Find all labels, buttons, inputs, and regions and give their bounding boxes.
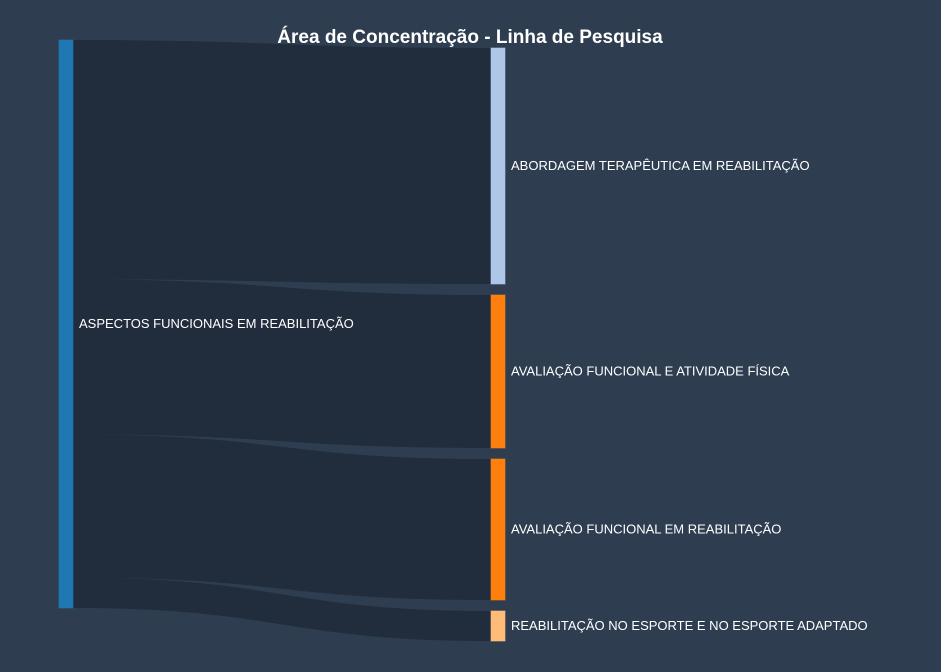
node-t3[interactable] bbox=[490, 458, 506, 601]
labels-layer: ASPECTOS FUNCIONAIS EM REABILITAÇÃO ABORD… bbox=[79, 158, 868, 633]
link-t2[interactable] bbox=[73, 279, 491, 448]
chart-title: Área de Concentração - Linha de Pesquisa bbox=[277, 26, 663, 48]
links-layer bbox=[73, 40, 491, 641]
nodes-layer bbox=[58, 39, 506, 642]
node-src[interactable] bbox=[58, 39, 74, 609]
node-t1[interactable] bbox=[490, 47, 506, 285]
node-label-t3: AVALIAÇÃO FUNCIONAL EM REABILITAÇÃO bbox=[511, 522, 781, 537]
link-t3[interactable] bbox=[73, 434, 491, 600]
node-label-t1: ABORDAGEM TERAPÊUTICA EM REABILITAÇÃO bbox=[511, 158, 810, 173]
node-label-src: ASPECTOS FUNCIONAIS EM REABILITAÇÃO bbox=[79, 316, 354, 331]
node-label-t4: REABILITAÇÃO NO ESPORTE E NO ESPORTE ADA… bbox=[511, 618, 868, 633]
node-t4[interactable] bbox=[490, 610, 506, 642]
link-t1[interactable] bbox=[73, 40, 491, 284]
node-t2[interactable] bbox=[490, 294, 506, 449]
node-label-t2: AVALIAÇÃO FUNCIONAL E ATIVIDADE FÍSICA bbox=[511, 364, 790, 379]
link-t4[interactable] bbox=[73, 577, 491, 641]
